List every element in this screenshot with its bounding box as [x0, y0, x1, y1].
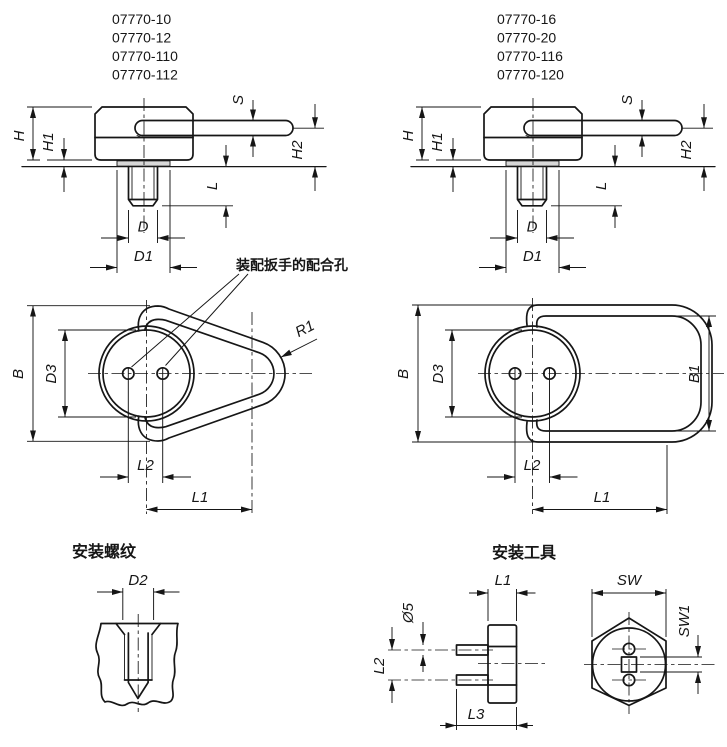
- dim-label-d1: D1: [134, 248, 153, 265]
- dim-label-l1: L1: [594, 489, 611, 506]
- tool-section-views: 安装工具 Ø5 L2 L1 L3: [371, 543, 718, 730]
- dim-label-b: B: [395, 369, 412, 379]
- part-number-list-left: 07770-10 07770-12 07770-110 07770-112: [112, 11, 178, 83]
- dim-label-d: D: [527, 219, 538, 236]
- part-number: 07770-112: [112, 67, 178, 83]
- dim-label-l2: L2: [371, 657, 388, 674]
- part-number: 07770-16: [497, 11, 556, 27]
- dim-label-h1: H1: [40, 132, 57, 151]
- part-number: 07770-10: [112, 11, 171, 27]
- side-view-left: H H1 S H2 L D D1: [11, 95, 327, 273]
- dim-label-d3: D3: [430, 364, 447, 384]
- top-view-left: B D3 R1 L2 L1 装配扳手的配合孔: [10, 257, 348, 514]
- tool-side-view: Ø5 L2 L1 L3: [371, 572, 545, 730]
- dim-label-l2: L2: [524, 457, 541, 474]
- side-view-right: H H1 S H2 L D D1: [400, 95, 716, 273]
- dim-label-b: B: [10, 369, 27, 379]
- dim-label-r1: R1: [293, 317, 318, 341]
- part-number: 07770-120: [497, 67, 564, 83]
- dim-label-dia5: Ø5: [400, 602, 417, 624]
- dim-label-h1: H1: [429, 132, 446, 151]
- dim-label-s: S: [230, 95, 247, 105]
- dim-label-l3: L3: [468, 706, 485, 723]
- annotation-wrench-holes: 装配扳手的配合孔: [235, 257, 348, 273]
- top-view-right: B D3 B1 L2 L1: [395, 298, 724, 514]
- dim-label-d2: D2: [128, 572, 148, 589]
- dim-label-h2: H2: [289, 140, 306, 160]
- dim-label-sw: SW: [617, 572, 643, 589]
- dim-label-l2: L2: [137, 457, 154, 474]
- part-number-list-right: 07770-16 07770-20 07770-116 07770-120: [497, 11, 564, 83]
- dim-label-h: H: [400, 130, 417, 141]
- section-title-mounting-tool: 安装工具: [492, 543, 556, 562]
- tool-front-view: SW SW1: [584, 572, 718, 714]
- dim-label-l: L: [593, 182, 610, 190]
- dim-label-l: L: [204, 182, 221, 190]
- dim-label-h: H: [11, 130, 28, 141]
- section-title-mounting-thread: 安装螺纹: [72, 542, 137, 561]
- dim-label-d1: D1: [523, 248, 542, 265]
- dim-label-l1: L1: [192, 489, 209, 506]
- part-number: 07770-116: [497, 48, 563, 64]
- dim-label-d: D: [138, 219, 149, 236]
- dim-label-h2: H2: [678, 140, 695, 160]
- dim-label-sw1: SW1: [676, 605, 693, 638]
- dim-label-d3: D3: [43, 364, 60, 384]
- part-number: 07770-12: [112, 30, 171, 46]
- dim-label-b1: B1: [686, 365, 703, 383]
- part-number: 07770-20: [497, 30, 556, 46]
- dim-label-s: S: [619, 95, 636, 105]
- thread-section-view: 安装螺纹 D2: [72, 542, 180, 712]
- part-number: 07770-110: [112, 48, 178, 64]
- dim-label-l1: L1: [495, 572, 512, 589]
